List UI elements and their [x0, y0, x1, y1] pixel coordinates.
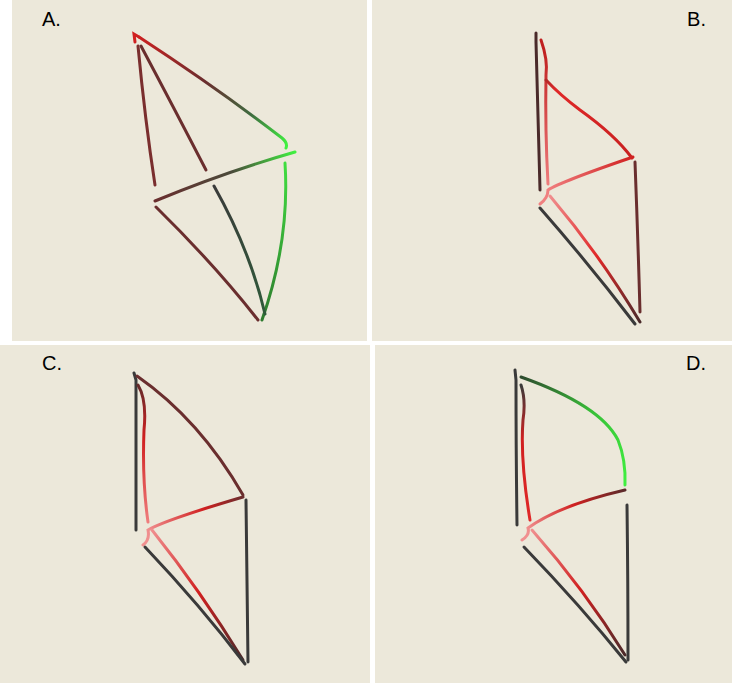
wireframe-c [134, 373, 248, 664]
panel-ground [375, 345, 732, 683]
panel-letter: A. [42, 8, 61, 31]
wireframe-b [536, 33, 640, 324]
wireframe-a [134, 34, 295, 320]
wireframe-d [515, 370, 628, 662]
panel-letter: D. [686, 352, 706, 375]
panel-ground [12, 0, 367, 341]
panel-letter: B. [687, 8, 706, 31]
panel-ground [372, 0, 732, 341]
panel-ground [0, 345, 370, 683]
panel-letter: C. [42, 352, 62, 375]
